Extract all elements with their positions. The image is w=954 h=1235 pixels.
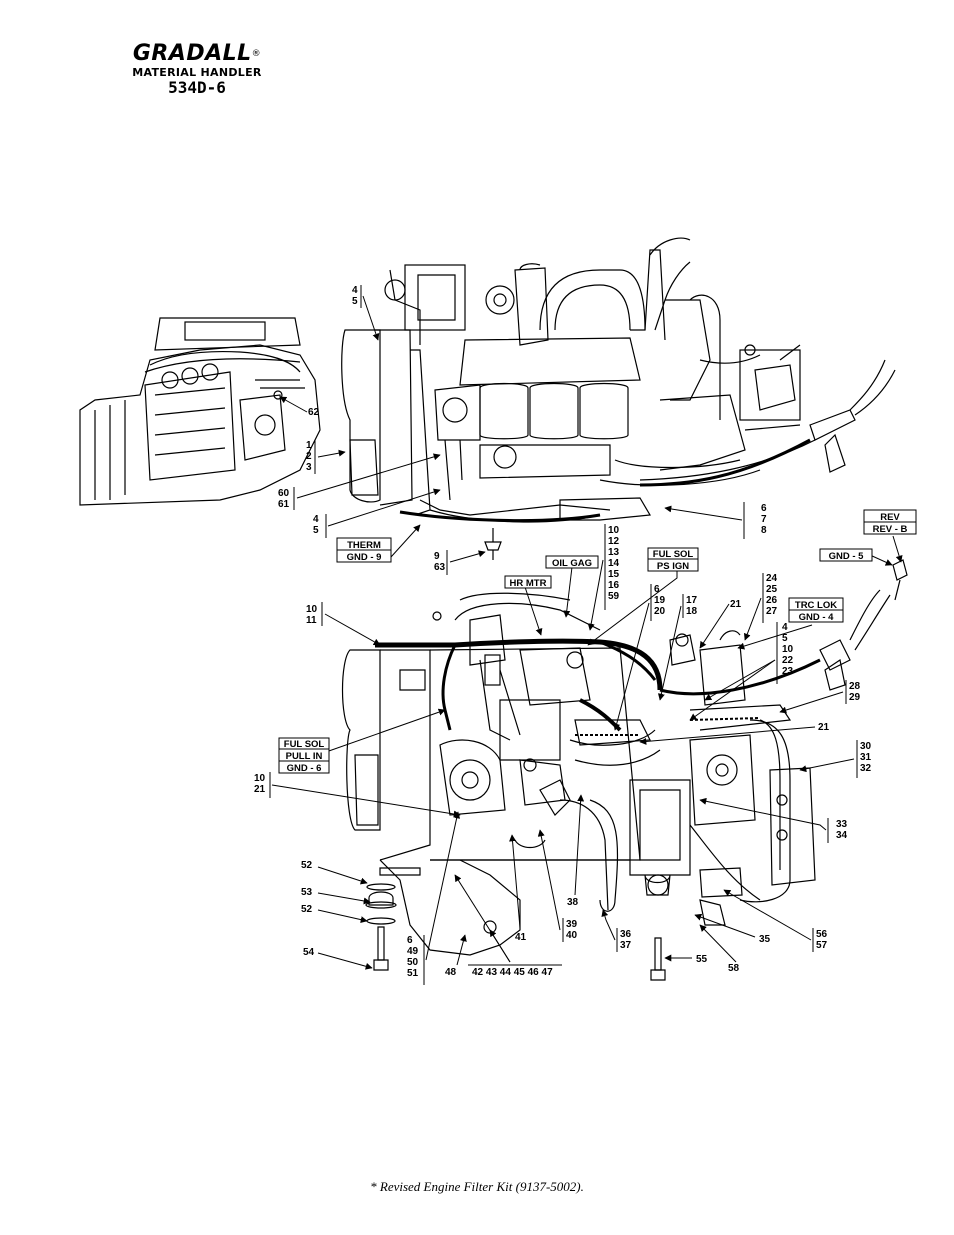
callout-21-mid: 21 <box>818 722 830 733</box>
mount-parts <box>365 883 666 981</box>
brand-logo: GRADALL® <box>132 41 262 66</box>
svg-text:REV: REV <box>880 512 900 523</box>
leader-lines <box>269 285 903 985</box>
callout-58: 58 <box>728 963 740 974</box>
svg-text:TRC LOK: TRC LOK <box>795 600 837 611</box>
label-ful-sol-ps-ign: FUL SOL PS IGN <box>647 547 699 572</box>
brand-header: GRADALL® MATERIAL HANDLER 534D-6 <box>112 42 282 97</box>
svg-text:GND - 4: GND - 4 <box>799 612 835 623</box>
callout-53: 53 <box>301 887 313 898</box>
label-ful-sol-pull-in: FUL SOL PULL IN GND - 6 <box>278 737 330 774</box>
sensor-part <box>484 528 502 560</box>
label-hr-mtr: HR MTR <box>504 575 552 589</box>
top-engine-wire-bundle <box>399 438 811 523</box>
callout-42-to-47: 42 43 44 45 46 47 <box>472 967 553 978</box>
top-engine-drawing <box>341 237 896 523</box>
label-rev: REV REV - B <box>863 509 917 535</box>
bottom-engine-wire-bundle <box>375 638 821 736</box>
label-therm-gnd9: THERM GND - 9 <box>336 537 392 563</box>
inset-pump-drawing <box>79 317 321 506</box>
label-oil-gag: OIL GAG <box>545 555 599 569</box>
callout-54: 54 <box>303 947 315 958</box>
wire-labels: THERM GND - 9 OIL GAG FUL SOL PS IGN HR … <box>278 509 917 774</box>
callout-41: 41 <box>515 932 527 943</box>
callout-35: 35 <box>759 934 771 945</box>
svg-text:THERM: THERM <box>347 540 381 551</box>
svg-text:GND - 9: GND - 9 <box>347 552 382 563</box>
brand-subtitle: MATERIAL HANDLER <box>132 66 262 79</box>
svg-text:PS IGN: PS IGN <box>657 561 689 572</box>
callout-21-top: 21 <box>730 599 742 610</box>
svg-text:GND - 6: GND - 6 <box>287 763 322 774</box>
callout-52-bottom: 52 <box>301 904 313 915</box>
callout-52-top: 52 <box>301 860 313 871</box>
callout-55: 55 <box>696 954 708 965</box>
model-number: 534D-6 <box>168 78 226 97</box>
footnote: * Revised Engine Filter Kit (9137-5002). <box>370 1179 584 1194</box>
svg-text:GND - 5: GND - 5 <box>829 551 865 562</box>
svg-text:PULL IN: PULL IN <box>286 751 323 762</box>
connector-plug <box>892 559 908 601</box>
svg-text:REV - B: REV - B <box>873 524 908 535</box>
label-trc-lok: TRC LOK GND - 4 <box>788 597 844 623</box>
bottom-engine-drawing <box>341 589 891 956</box>
svg-text:OIL GAG: OIL GAG <box>552 558 592 569</box>
svg-text:FUL SOL: FUL SOL <box>284 739 325 750</box>
label-gnd5: GND - 5 <box>819 548 873 562</box>
svg-text:FUL SOL: FUL SOL <box>653 549 694 560</box>
svg-text:HR MTR: HR MTR <box>510 578 547 589</box>
callout-62: 62 <box>308 407 320 418</box>
callout-38: 38 <box>567 897 579 908</box>
callout-48: 48 <box>445 967 457 978</box>
